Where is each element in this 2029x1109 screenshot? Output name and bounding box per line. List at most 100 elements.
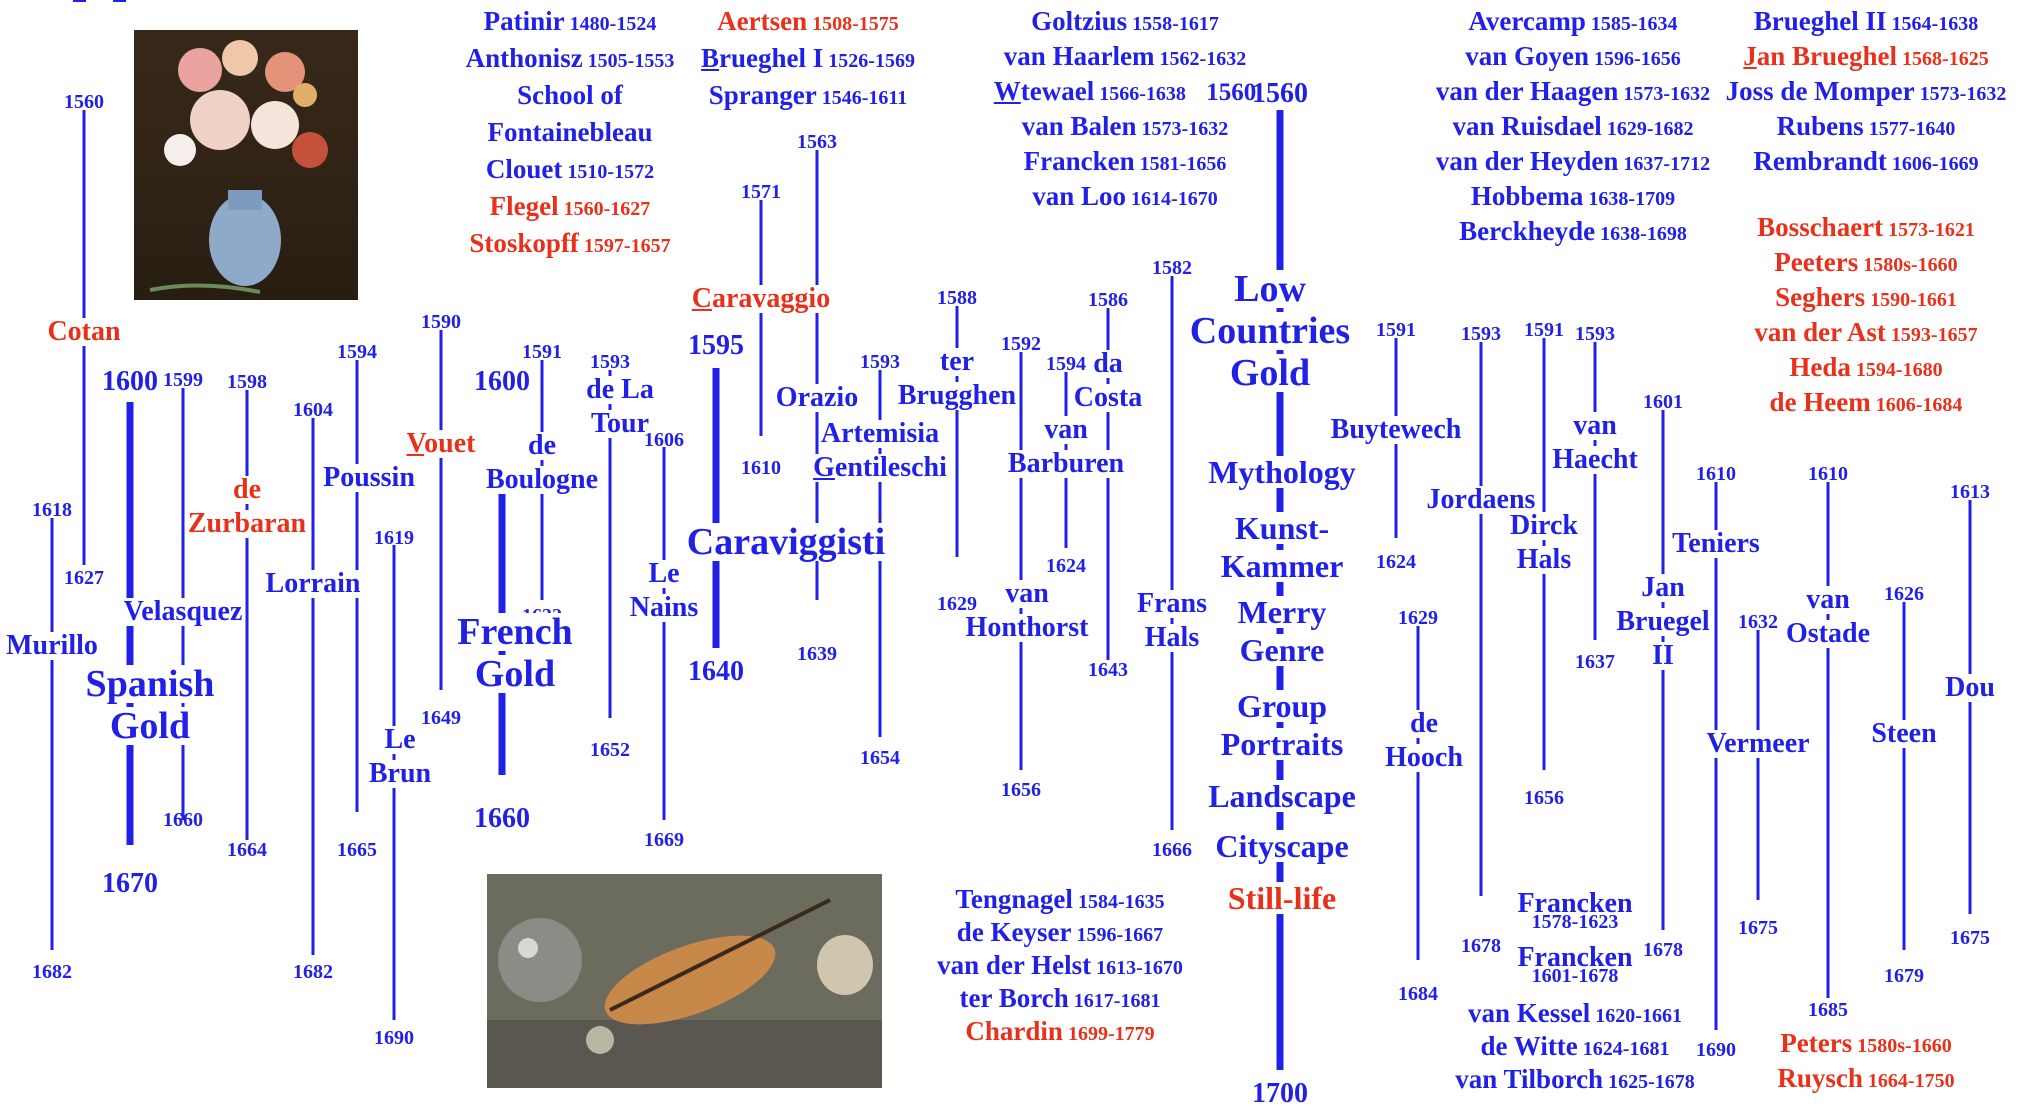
list-3-item-5: Hobbema 1638-1709 xyxy=(1471,183,1675,210)
artist-start-year-4: 1604 xyxy=(293,400,333,420)
list-4-item-0-dates: 1564-1638 xyxy=(1887,13,1979,35)
list-5-item-1: Peeters 1580s-1660 xyxy=(1774,249,1957,276)
artist-label-6-0: Le xyxy=(382,726,417,754)
artist-label-12-0: Orazio xyxy=(774,384,860,412)
list-6-item-3: ter Borch 1617-1681 xyxy=(960,985,1161,1012)
artist-end-year-22: 1637 xyxy=(1575,652,1615,672)
list-8-item-0-name: Peters xyxy=(1780,1028,1852,1058)
artist-label-19-0: Buytewech xyxy=(1329,416,1464,444)
artist-end-year-25: 1690 xyxy=(1696,1040,1736,1060)
genre-label-6: Portraits xyxy=(1217,728,1348,760)
artist-label-21-1: Hals xyxy=(1515,546,1573,574)
list-6-item-1-dates: 1596-1667 xyxy=(1072,924,1164,946)
artist-label-22-0: van xyxy=(1571,412,1619,440)
list-0-item-4-dates: 1510-1572 xyxy=(562,161,654,183)
list-5-item-0-name: Bosschaert xyxy=(1757,212,1883,242)
list-0-item-5-dates: 1560-1627 xyxy=(559,198,651,220)
artist-line-14 xyxy=(956,306,959,557)
artist-label-16-0: van xyxy=(1042,416,1090,444)
artist-start-year-17: 1586 xyxy=(1088,290,1128,310)
artist-label-18-1: Hals xyxy=(1143,624,1201,652)
artist-end-year-1: 1682 xyxy=(32,962,72,982)
artist-label-17-0: da xyxy=(1091,350,1125,378)
list-4-item-1-dates: 1568-1625 xyxy=(1897,48,1989,70)
list-1-item-1: Brueghel I 1526-1569 xyxy=(701,45,915,72)
artist-label-3-1: Zurbaran xyxy=(186,510,308,538)
genre-label-8: Cityscape xyxy=(1211,830,1352,862)
artist-line-4 xyxy=(312,418,315,955)
artist-label-16-1: Barburen xyxy=(1006,450,1126,478)
list-3-item-3: van Ruisdael 1629-1682 xyxy=(1453,113,1694,140)
artist-start-year-28: 1626 xyxy=(1884,584,1924,604)
list-0-item-5: Flegel 1560-1627 xyxy=(490,193,651,220)
artist-start-year-18: 1582 xyxy=(1152,258,1192,278)
list-2-item-0-name: Goltzius xyxy=(1031,6,1127,36)
artist-start-year-22: 1593 xyxy=(1575,324,1615,344)
artist-label-8-0: de xyxy=(526,432,558,460)
list-5-item-2: Seghers 1590-1661 xyxy=(1775,284,1957,311)
list-6-item-3-dates: 1617-1681 xyxy=(1069,990,1161,1012)
list-7-item-1: 1578-1623 xyxy=(1532,912,1619,932)
artist-label-9-0: de La xyxy=(584,376,656,404)
period-label-1-0: French xyxy=(453,613,576,651)
artist-start-year-11: 1571 xyxy=(741,182,781,202)
list-0-item-5-name: Flegel xyxy=(490,191,559,221)
list-5-item-3-name: van der Ast xyxy=(1754,317,1886,347)
list-3-item-2: van der Haagen 1573-1632 xyxy=(1436,78,1710,105)
period-start-year-3: 1560 xyxy=(1252,80,1308,108)
artist-line-23 xyxy=(1417,626,1420,960)
list-7-item-6-dates: 1625-1678 xyxy=(1603,1071,1695,1093)
artist-line-7 xyxy=(440,330,443,690)
artist-start-year-14: 1588 xyxy=(937,288,977,308)
list-0-item-0-dates: 1480-1524 xyxy=(565,13,657,35)
artist-start-year-27: 1610 xyxy=(1808,464,1848,484)
list-3-item-0: Avercamp 1585-1634 xyxy=(1468,8,1677,35)
artist-label-27-1: Ostade xyxy=(1784,620,1872,648)
artist-label-2-0: Velasquez xyxy=(122,598,245,626)
list-6-item-1-name: de Keyser xyxy=(957,917,1072,947)
period-label-3-1: Countries xyxy=(1186,312,1354,350)
list-3-item-4-name: van der Heyden xyxy=(1436,146,1619,176)
list-1-item-1-name: Brueghel I xyxy=(701,43,823,73)
artist-line-15 xyxy=(1020,352,1023,770)
list-2-item-2-suffix: 1560 xyxy=(1200,79,1256,106)
list-5-item-0: Bosschaert 1573-1621 xyxy=(1757,214,1975,241)
artist-start-year-13: 1593 xyxy=(860,352,900,372)
list-2-item-3-dates: 1573-1632 xyxy=(1137,118,1229,140)
list-7-item-6: van Tilborch 1625-1678 xyxy=(1455,1066,1695,1093)
genre-label-4: Genre xyxy=(1236,634,1329,666)
list-0-item-2-name: School of xyxy=(517,80,623,110)
list-7-item-6-name: van Tilborch xyxy=(1455,1064,1603,1094)
list-3-item-0-name: Avercamp xyxy=(1468,6,1585,36)
list-1-item-0-name: Aertsen xyxy=(717,6,807,36)
artist-start-year-7: 1590 xyxy=(421,312,461,332)
artist-label-4-0: Lorrain xyxy=(264,570,363,598)
artist-end-year-3: 1664 xyxy=(227,840,267,860)
artist-start-year-5: 1594 xyxy=(337,342,377,362)
list-2-item-0-dates: 1558-1617 xyxy=(1127,13,1219,35)
period-line-3 xyxy=(1277,110,1284,1070)
genre-label-7: Landscape xyxy=(1204,780,1360,812)
list-3-item-6-dates: 1638-1698 xyxy=(1595,223,1687,245)
list-7-item-4-dates: 1620-1661 xyxy=(1590,1005,1682,1027)
artist-label-11-0: Caravaggio xyxy=(690,285,832,313)
artist-label-26-0: Vermeer xyxy=(1704,730,1811,758)
list-6-item-2-name: van der Helst xyxy=(937,950,1091,980)
artist-end-year-19: 1624 xyxy=(1376,552,1416,572)
artist-end-year-29: 1675 xyxy=(1950,928,1990,948)
list-2-item-4-name: Francken xyxy=(1024,146,1135,176)
list-7-item-4: van Kessel 1620-1661 xyxy=(1468,1000,1682,1027)
artist-start-year-15: 1592 xyxy=(1001,334,1041,354)
artist-label-17-1: Costa xyxy=(1072,384,1144,412)
top-left-mark-1 xyxy=(73,0,86,2)
artist-end-year-17: 1643 xyxy=(1088,660,1128,680)
artist-label-23-1: Hooch xyxy=(1383,744,1465,772)
artist-start-year-12: 1563 xyxy=(797,132,837,152)
list-1-item-0-dates: 1508-1575 xyxy=(807,13,899,35)
list-5-item-5: de Heem 1606-1684 xyxy=(1770,389,1963,416)
list-0-item-6-name: Stoskopff xyxy=(469,228,579,258)
artist-end-year-13: 1654 xyxy=(860,748,900,768)
list-5-item-0-dates: 1573-1621 xyxy=(1883,219,1975,241)
list-1-item-2-dates: 1546-1611 xyxy=(817,87,908,109)
list-0-item-1: Anthonisz 1505-1553 xyxy=(466,45,675,72)
